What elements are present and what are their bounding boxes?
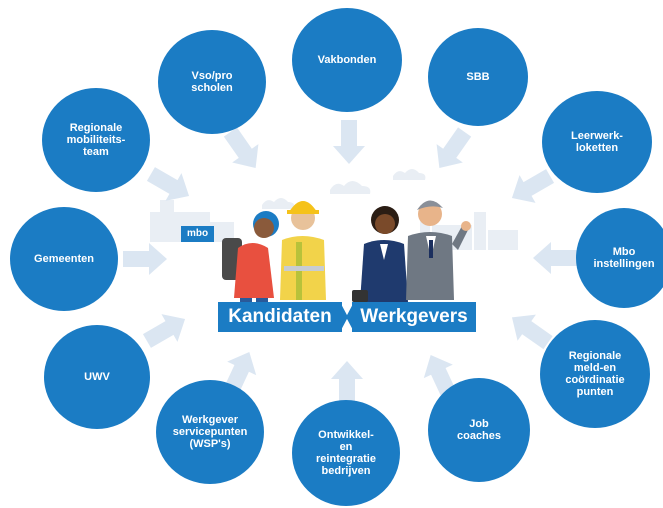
arrow-from-leerwerkloketten <box>511 169 555 203</box>
arrow-from-vso-pro <box>223 127 259 169</box>
node-mbo-instellingen[interactable]: Mbo instellingen <box>576 208 663 308</box>
arrow-from-ontwikkel <box>331 361 363 405</box>
node-leerwerkloketten[interactable]: Leerwerk- loketten <box>542 91 652 193</box>
node-uwv[interactable]: UWV <box>44 325 150 429</box>
mbo-sign: mbo <box>181 226 214 242</box>
node-regionale-meld-en-coordinatie-punten[interactable]: Regionale meld-en coördinatie punten <box>540 320 650 428</box>
arrow-from-mobiliteitsteam <box>146 167 190 201</box>
people-illustration <box>222 200 471 306</box>
skyline-illustration <box>150 169 518 250</box>
node-regionale-mobiliteitsteam[interactable]: Regionale mobiliteits- team <box>42 88 150 192</box>
arrow-from-regionale-meld <box>511 314 553 350</box>
werkgevers-label: Werkgevers <box>352 302 476 332</box>
kandidaten-label: Kandidaten <box>218 302 342 332</box>
node-vso-pro-scholen[interactable]: Vso/pro scholen <box>158 30 266 134</box>
node-gemeenten[interactable]: Gemeenten <box>10 207 118 311</box>
arrow-from-vakbonden <box>333 120 365 164</box>
arrow-from-gemeenten <box>123 243 167 275</box>
node-vakbonden[interactable]: Vakbonden <box>292 8 402 112</box>
node-werkgever-servicepunten[interactable]: Werkgever servicepunten (WSP's) <box>156 380 264 484</box>
arrow-from-mbo-instellingen <box>533 242 577 274</box>
person-businessman-icon <box>406 200 471 300</box>
arrow-from-sbb <box>436 127 472 169</box>
person-businesswoman-icon <box>352 206 408 302</box>
node-sbb[interactable]: SBB <box>428 28 528 126</box>
node-job-coaches[interactable]: Job coaches <box>428 378 530 482</box>
person-worker-icon <box>280 201 326 300</box>
arrow-from-uwv <box>142 314 186 348</box>
node-ontwikkel-en-reintegratie-bedrijven[interactable]: Ontwikkel- en reintegratie bedrijven <box>292 400 400 506</box>
arrows <box>123 120 577 405</box>
